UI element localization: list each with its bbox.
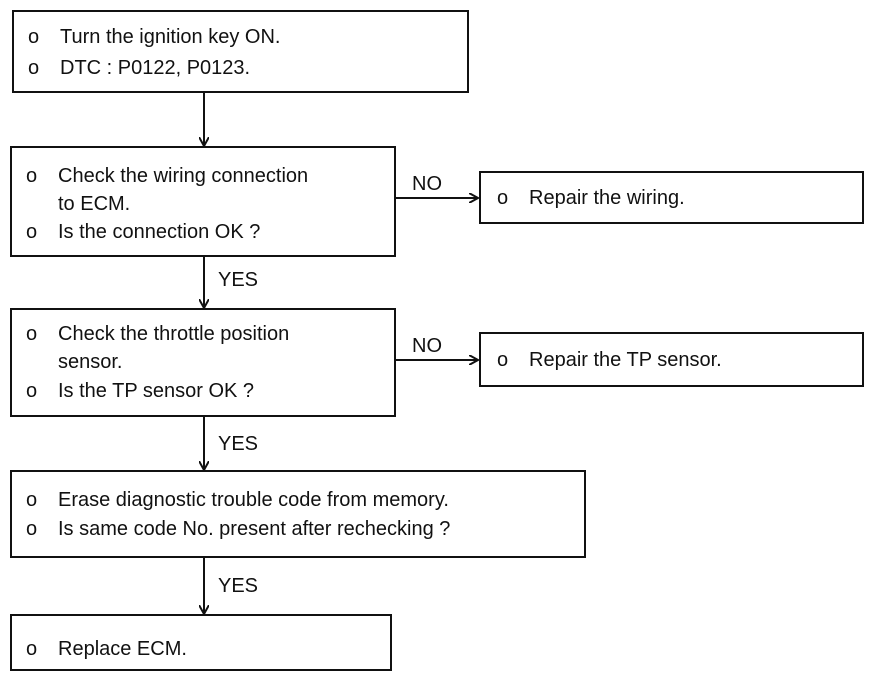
label-no-tp: NO	[412, 335, 442, 357]
step-start-box: o Turn the ignition key ON. o DTC : P012…	[12, 10, 469, 93]
step-repair-tp-line-1: Repair the TP sensor.	[529, 349, 722, 371]
step-repair-wiring-box: o Repair the wiring.	[479, 171, 864, 224]
bullet: o	[26, 380, 38, 402]
step-check-tp-line-1: Check the throttle position	[58, 323, 290, 345]
step-check-tp-box: o Check the throttle position sensor. o …	[10, 308, 396, 417]
step-replace-ecm-box: o Replace ECM.	[10, 614, 392, 671]
step-check-wiring-line-3: Is the connection OK ?	[58, 221, 261, 243]
step-check-wiring-line-2: to ECM.	[58, 193, 131, 215]
bullet: o	[26, 518, 38, 540]
label-no-wiring: NO	[412, 173, 442, 195]
step-erase-dtc-line-1: Erase diagnostic trouble code from memor…	[58, 489, 449, 511]
bullet: o	[26, 638, 38, 660]
label-yes-tp: YES	[218, 433, 259, 455]
step-check-wiring-box: o Check the wiring connection to ECM. o …	[10, 146, 396, 257]
bullet: o	[28, 57, 40, 79]
step-erase-dtc-line-2: Is same code No. present after recheckin…	[58, 518, 451, 540]
step-check-tp-line-2: sensor.	[58, 351, 123, 373]
step-check-tp-line-3: Is the TP sensor OK ?	[58, 380, 255, 402]
bullet: o	[26, 489, 38, 511]
bullet: o	[26, 221, 38, 243]
step-replace-ecm-line-1: Replace ECM.	[58, 638, 187, 660]
label-yes-erase: YES	[218, 575, 259, 597]
bullet: o	[497, 187, 509, 209]
step-start-line-2: DTC : P0122, P0123.	[60, 57, 251, 79]
step-start-line-1: Turn the ignition key ON.	[60, 26, 281, 48]
bullet: o	[497, 349, 509, 371]
step-repair-tp-box: o Repair the TP sensor.	[479, 332, 864, 387]
step-erase-dtc-box: o Erase diagnostic trouble code from mem…	[10, 470, 586, 558]
bullet: o	[26, 323, 38, 345]
step-repair-wiring-line-1: Repair the wiring.	[529, 187, 685, 209]
label-yes-wiring: YES	[218, 269, 259, 291]
step-check-wiring-line-1: Check the wiring connection	[58, 165, 309, 187]
bullet: o	[28, 26, 40, 48]
bullet: o	[26, 165, 38, 187]
